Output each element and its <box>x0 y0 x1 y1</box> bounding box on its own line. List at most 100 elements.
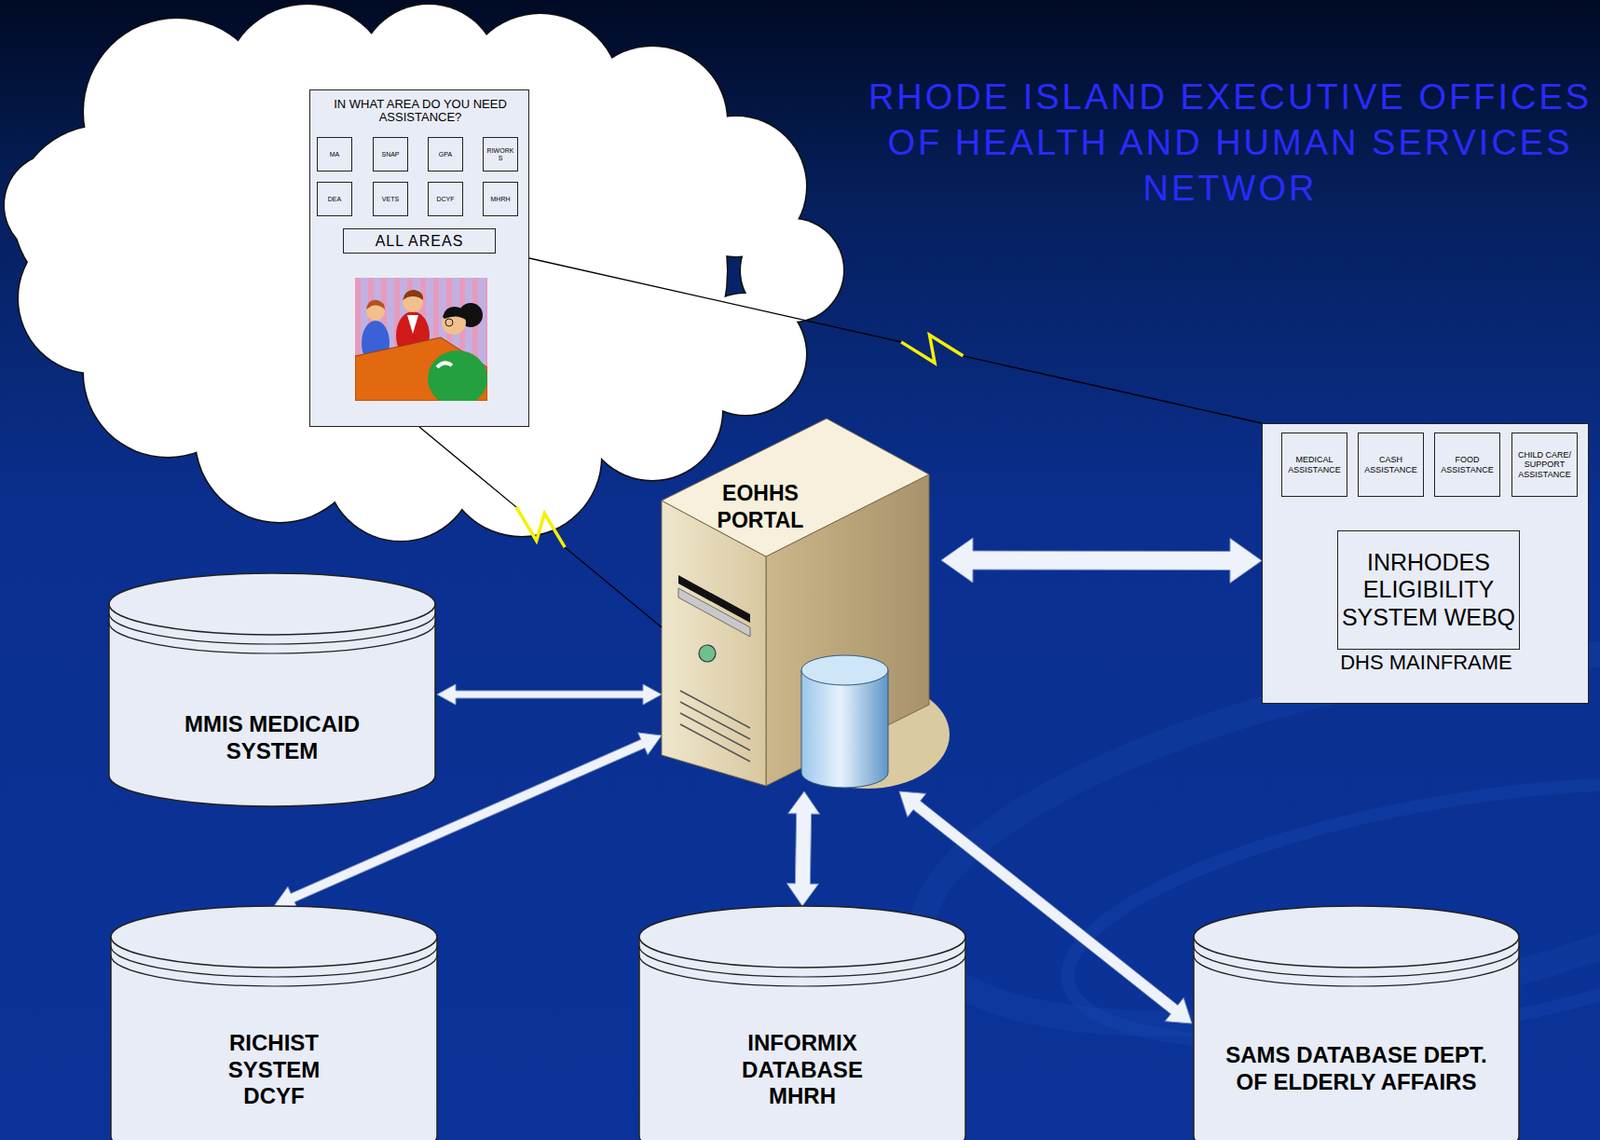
node-label: IN WHAT AREA DO YOU NEED ASSISTANCE? <box>321 97 520 125</box>
cylinder-top <box>639 905 966 968</box>
menu-button: CHILD CARE/ SUPPORT ASSISTANCE <box>1511 432 1578 497</box>
text-holder: GPA <box>428 137 463 171</box>
cylinder-outline <box>107 573 438 807</box>
text-holder: RICHIST SYSTEM DCYF <box>199 1029 349 1110</box>
text-holder: INFORMIX DATABASE MHRH <box>713 1029 891 1110</box>
text-holder: MHRH <box>483 182 518 216</box>
person-body <box>427 350 488 401</box>
text-holder: EOHHS PORTAL <box>697 479 824 534</box>
text-holder: FOOD ASSISTANCE <box>1435 433 1500 496</box>
lightning-link <box>529 258 1262 424</box>
node-label: SAMS DATABASE DEPT. OF ELDERLY AFFAIRS <box>1217 1041 1497 1096</box>
node-label: DEA <box>328 195 342 204</box>
text-holder: VETS <box>373 182 408 216</box>
lightning-bolt <box>516 506 565 548</box>
disk-bay <box>678 588 751 637</box>
text-holder: DEA <box>317 182 352 216</box>
node-label: INFORMIX DATABASE MHRH <box>713 1029 891 1110</box>
lightning-bolt <box>901 334 963 363</box>
text-holder: SNAP <box>373 137 408 171</box>
text-holder: DCYF <box>428 182 463 216</box>
node-label: SNAP <box>381 150 399 159</box>
cylinder-ring <box>109 622 436 654</box>
link-line <box>529 258 1262 424</box>
double-arrow <box>437 683 662 705</box>
shirt <box>407 314 419 334</box>
cylinder-ring <box>110 955 438 986</box>
text-holder: MA <box>317 137 352 171</box>
menu-button: MEDICAL ASSISTANCE <box>1281 432 1348 497</box>
cylinder-ring <box>109 613 436 644</box>
database-cylinder: SAMS DATABASE DEPT. OF ELDERLY AFFAIRS <box>1191 905 1521 1140</box>
node-label: DCYF <box>436 195 454 204</box>
cylinder-ring <box>1193 955 1519 986</box>
double-arrow <box>941 537 1262 583</box>
cylinder-top <box>1193 905 1519 968</box>
person-hair <box>402 289 424 301</box>
power-button <box>698 644 716 662</box>
text-holder: INRHODES ELIGIBILITY SYSTEM WEBQ <box>1338 531 1519 649</box>
node-label: CASH ASSISTANCE <box>1360 454 1422 475</box>
database-cylinder: INFORMIX DATABASE MHRH <box>637 905 968 1140</box>
cylinder-ring <box>639 955 966 986</box>
text-holder: ALL AREAS <box>343 229 495 253</box>
node-label: FOOD ASSISTANCE <box>1436 454 1498 475</box>
cylinder-ring <box>639 945 966 977</box>
text-holder: RIWORKS <box>483 137 518 171</box>
server-illustration <box>661 418 955 792</box>
arrow-shape <box>786 791 820 906</box>
text-holder: IN WHAT AREA DO YOU NEED ASSISTANCE? <box>321 97 520 125</box>
node-label: DHS MAINFRAME <box>1262 650 1590 674</box>
cylinder-ring <box>1193 945 1519 977</box>
cylinder-ring <box>110 945 438 977</box>
cloud-fill <box>4 4 844 541</box>
text-holder: CHILD CARE/ SUPPORT ASSISTANCE <box>1512 433 1577 496</box>
page-title: RHODE ISLAND EXECUTIVE OFFICES OF HEALTH… <box>866 74 1594 212</box>
person-hair <box>442 306 467 321</box>
menu-button: MA <box>316 136 353 172</box>
menu-button: FOOD ASSISTANCE <box>1434 432 1501 497</box>
people-illustration <box>355 277 488 401</box>
node-label: VETS <box>382 195 399 204</box>
node-label: INRHODES ELIGIBILITY SYSTEM WEBQ <box>1340 548 1518 632</box>
node-label: MEDICAL ASSISTANCE <box>1284 454 1345 475</box>
menu-button: RIWORKS <box>482 136 519 172</box>
node-label: EOHHS PORTAL <box>697 479 824 534</box>
node-label: RICHIST SYSTEM DCYF <box>199 1029 349 1110</box>
menu-button: MHRH <box>482 181 519 217</box>
cylinder-top <box>109 573 436 635</box>
double-arrow <box>786 791 820 906</box>
arrow-shape <box>941 537 1262 583</box>
system-box: INRHODES ELIGIBILITY SYSTEM WEBQ <box>1337 530 1520 650</box>
server-node: EOHHS PORTAL <box>661 418 942 792</box>
database-cylinder: MMIS MEDICAID SYSTEM <box>107 573 438 807</box>
node-label: MMIS MEDICAID SYSTEM <box>146 711 398 766</box>
paper <box>437 362 452 368</box>
arrow-shape <box>437 683 662 705</box>
link-line <box>419 426 662 628</box>
cloud-outline <box>4 4 844 541</box>
mainframe-panel: DHS MAINFRAME MEDICAL ASSISTANCE CASH ASSI… <box>1261 423 1589 704</box>
server-top <box>661 418 930 557</box>
database-cylinder: RICHIST SYSTEM DCYF <box>109 905 439 1140</box>
text-holder: DHS MAINFRAME <box>1262 650 1590 674</box>
text-holder: MEDICAL ASSISTANCE <box>1282 433 1347 496</box>
menu-button: GPA <box>427 136 464 172</box>
node-label: ALL AREAS <box>375 232 465 250</box>
menu-button: CASH ASSISTANCE <box>1357 432 1424 497</box>
node-label: CHILD CARE/ SUPPORT ASSISTANCE <box>1514 450 1575 479</box>
glasses <box>445 318 453 327</box>
node-label: RIWORKS <box>485 147 516 162</box>
text-holder: CASH ASSISTANCE <box>1358 433 1423 496</box>
cylinder-outline <box>1191 905 1521 1140</box>
vents <box>680 690 751 762</box>
text-holder: SAMS DATABASE DEPT. OF ELDERLY AFFAIRS <box>1217 1041 1497 1096</box>
node-label: GPA <box>438 150 452 159</box>
lightning-link <box>419 426 662 628</box>
disk-cylinder <box>801 670 889 788</box>
person-hair <box>366 300 385 310</box>
menu-button: DCYF <box>427 181 464 217</box>
menu-button: DEA <box>316 181 353 217</box>
menu-button: VETS <box>372 181 409 217</box>
